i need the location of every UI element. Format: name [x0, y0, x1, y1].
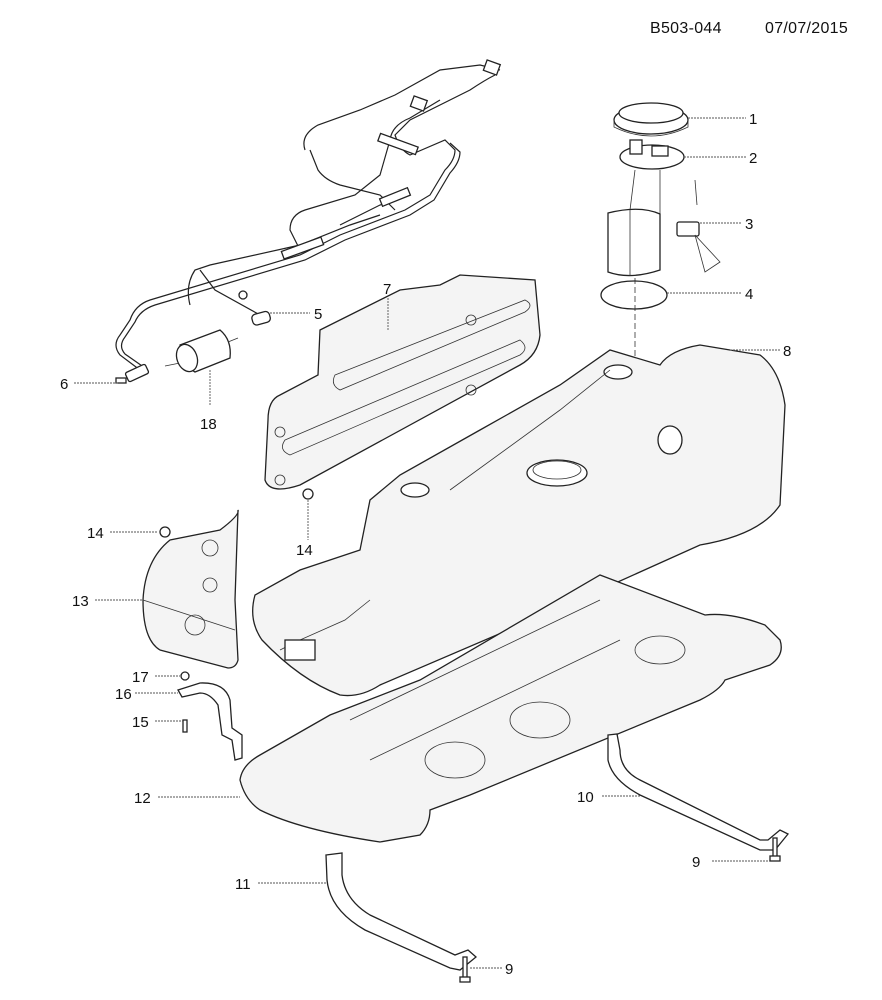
callout-14-left: 14	[87, 525, 104, 542]
part-17-nut	[180, 671, 190, 681]
part-9-bolt-right	[769, 837, 781, 862]
callout-17: 17	[132, 669, 149, 686]
drawing-id: B503-044	[650, 20, 722, 37]
callout-5: 5	[314, 306, 322, 323]
part-14-clip-right	[302, 488, 314, 500]
callout-11: 11	[235, 876, 251, 893]
callout-2: 2	[749, 150, 757, 167]
part-6-connector	[115, 363, 150, 384]
callout-9-bottom: 9	[505, 961, 513, 978]
leader-lines	[74, 117, 780, 969]
callout-12: 12	[134, 790, 151, 807]
callout-7: 7	[383, 281, 391, 298]
part-9-bolt-bottom	[459, 956, 471, 983]
part-16-bracket	[177, 682, 243, 761]
part-13-heat-shield	[142, 509, 239, 669]
part-2-pump-module	[607, 139, 685, 460]
callout-3: 3	[745, 216, 753, 233]
callout-14-right: 14	[296, 542, 313, 559]
callout-13: 13	[72, 593, 89, 610]
callout-4: 4	[745, 286, 753, 303]
part-15-bolt	[182, 719, 188, 733]
callout-9-right: 9	[692, 854, 700, 871]
callout-6: 6	[60, 376, 68, 393]
part-18-fuel-filter	[164, 329, 239, 373]
drawing-date: 07/07/2015	[765, 20, 849, 37]
part-12-under-shield	[239, 574, 782, 843]
callout-16: 16	[115, 686, 132, 703]
part-11-strap	[325, 852, 478, 971]
part-1-lock-ring	[613, 102, 689, 137]
part-3-level-sender	[676, 179, 721, 273]
callout-10: 10	[577, 789, 594, 806]
callout-8: 8	[783, 343, 791, 360]
callout-18: 18	[200, 416, 217, 433]
fuel-lines	[115, 59, 502, 371]
callout-1: 1	[749, 111, 757, 128]
part-14-clip-left	[159, 526, 171, 538]
callout-15: 15	[132, 714, 149, 731]
callout-labels: 1 2 3 4 5 6 7 8 9 9 10 11 12 13 14 14 15…	[60, 111, 791, 978]
part-5-connector	[238, 290, 271, 326]
part-4-seal-ring	[600, 280, 668, 310]
part-7-heat-shield	[264, 274, 541, 490]
part-10-strap	[607, 733, 790, 851]
